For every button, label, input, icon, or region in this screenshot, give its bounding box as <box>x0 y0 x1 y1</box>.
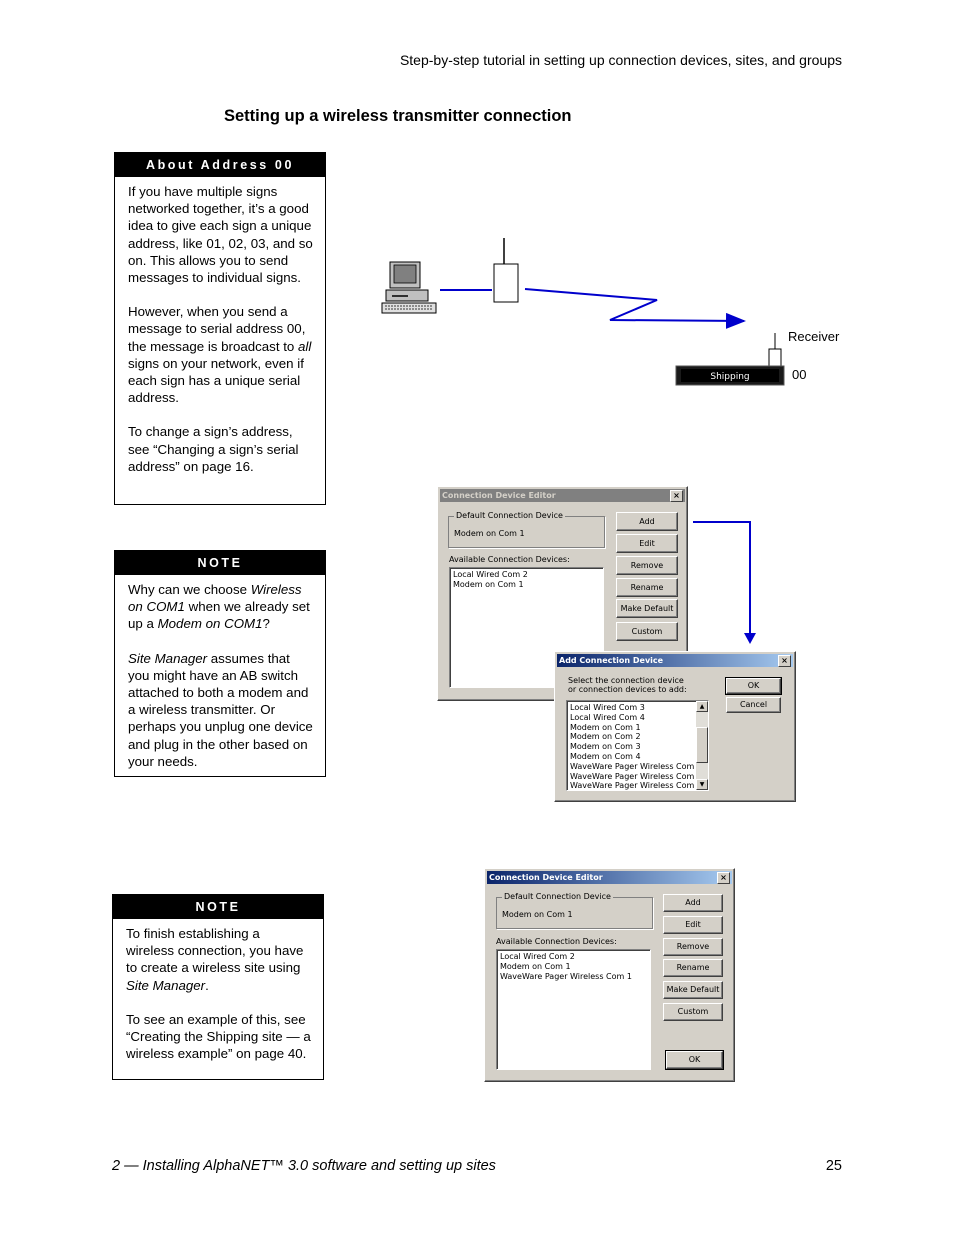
scroll-down-icon[interactable]: ▼ <box>696 779 708 790</box>
note-paragraph: To finish establishing a wireless connec… <box>126 926 304 993</box>
group-label: Default Connection Device <box>502 892 613 901</box>
list-item[interactable]: Local Wired Com 3 <box>570 703 645 712</box>
dialog-titlebar: Connection Device Editor × <box>487 871 732 884</box>
connection-device-editor-dialog: Connection Device Editor × Default Conne… <box>437 486 688 701</box>
page-number: 25 <box>825 1158 842 1174</box>
custom-button[interactable]: Custom <box>663 1003 723 1021</box>
make-default-button[interactable]: Make Default <box>616 599 678 618</box>
sidebar-title: About Address 00 <box>115 153 325 177</box>
receiver-label: Receiver <box>788 329 840 344</box>
address-label: 00 <box>792 367 806 382</box>
rename-button[interactable]: Rename <box>616 578 678 597</box>
list-item[interactable]: WaveWare Pager Wireless Com 3 <box>570 781 702 791</box>
add-button[interactable]: Add <box>616 512 678 531</box>
ok-button[interactable]: OK <box>725 677 782 695</box>
add-connection-device-dialog: Add Connection Device × Select the conne… <box>554 651 796 802</box>
remove-button[interactable]: Remove <box>663 938 723 956</box>
instruction-text: Select the connection device <box>568 676 684 685</box>
transmitter-icon <box>493 238 519 303</box>
footer-chapter: 2 — Installing AlphaNET™ 3.0 software an… <box>112 1158 496 1174</box>
available-devices-label: Available Connection Devices: <box>449 555 570 564</box>
group-label: Default Connection Device <box>454 511 565 520</box>
edit-button[interactable]: Edit <box>616 534 678 553</box>
note-paragraph: To see an example of this, see “Creating… <box>126 1011 311 1062</box>
list-item[interactable]: Modem on Com 1 <box>570 722 641 732</box>
custom-button[interactable]: Custom <box>616 622 678 641</box>
dialog-titlebar: Add Connection Device × <box>557 654 793 667</box>
dialog-title: Add Connection Device <box>559 656 664 665</box>
list-item[interactable]: Modem on Com 4 <box>570 751 641 761</box>
list-item[interactable]: Modem on Com 1 <box>453 579 524 589</box>
list-item[interactable]: WaveWare Pager Wireless Com 2 <box>570 771 702 781</box>
edit-button[interactable]: Edit <box>663 916 723 934</box>
available-devices-label: Available Connection Devices: <box>496 937 617 946</box>
list-item[interactable]: Local Wired Com 4 <box>570 712 645 722</box>
note-box-wireless-site: NOTE To finish establishing a wireless c… <box>112 894 324 1080</box>
wireless-signal-arrow <box>524 288 746 329</box>
default-device-group: Default Connection Device Modem on Com 1 <box>448 511 605 548</box>
sidebar-paragraph: To change a sign’s address, see “Changin… <box>128 424 299 474</box>
list-item[interactable]: WaveWare Pager Wireless Com 1 <box>570 761 702 771</box>
default-device-value: Modem on Com 1 <box>502 910 573 919</box>
list-item[interactable]: Modem on Com 2 <box>570 732 641 742</box>
make-default-button[interactable]: Make Default <box>663 981 723 999</box>
default-device-group: Default Connection Device Modem on Com 1 <box>496 892 653 929</box>
flow-arrow <box>693 521 756 644</box>
note-paragraph: Site Manager assumes that you might have… <box>128 650 313 769</box>
cancel-button[interactable]: Cancel <box>726 697 781 713</box>
dialog-title: Connection Device Editor <box>442 491 556 500</box>
list-item[interactable]: Modem on Com 1 <box>500 961 571 971</box>
ok-button[interactable]: OK <box>665 1050 724 1070</box>
sidebar-paragraph: If you have multiple signs networked tog… <box>128 184 313 286</box>
close-icon[interactable]: × <box>717 871 730 884</box>
computer-icon <box>381 261 437 314</box>
wireless-diagram: Shipping Receiver 00 <box>381 238 840 386</box>
rename-button[interactable]: Rename <box>663 959 723 977</box>
sidebar-about-address: About Address 00 If you have multiple si… <box>114 152 326 505</box>
dialog-titlebar: Connection Device Editor × <box>440 489 685 502</box>
note-paragraph: Why can we choose Wireless on COM1 when … <box>128 582 310 632</box>
scroll-thumb[interactable] <box>696 727 708 763</box>
note-box-com1: NOTE Why can we choose Wireless on COM1 … <box>114 550 326 777</box>
dialog-title: Connection Device Editor <box>489 873 603 882</box>
list-scrollbar[interactable]: ▲ ▼ <box>696 701 708 790</box>
running-head: Step-by-step tutorial in setting up conn… <box>399 52 842 68</box>
available-devices-list[interactable]: Local Wired Com 2 Modem on Com 1 WaveWar… <box>496 949 651 1070</box>
close-icon[interactable]: × <box>670 489 683 502</box>
list-item[interactable]: Local Wired Com 2 <box>500 952 575 961</box>
list-item[interactable]: WaveWare Pager Wireless Com 1 <box>500 971 632 981</box>
instruction-text: or connection devices to add: <box>568 685 687 694</box>
default-device-value: Modem on Com 1 <box>454 529 525 538</box>
add-button[interactable]: Add <box>663 894 723 912</box>
receiver-icon <box>768 333 782 367</box>
available-devices-list[interactable]: Local Wired Com 2 Modem on Com 1 <box>449 567 604 688</box>
connection-device-editor-dialog-updated: Connection Device Editor × Default Conne… <box>484 868 735 1082</box>
note-title: NOTE <box>113 895 323 919</box>
remove-button[interactable]: Remove <box>616 556 678 575</box>
close-icon[interactable]: × <box>778 654 791 667</box>
note-title: NOTE <box>115 551 325 575</box>
scroll-up-icon[interactable]: ▲ <box>696 701 708 712</box>
list-item[interactable]: Local Wired Com 2 <box>453 570 528 579</box>
section-title: Setting up a wireless transmitter connec… <box>224 107 572 125</box>
sign-text: Shipping <box>710 372 749 382</box>
list-item[interactable]: Modem on Com 3 <box>570 742 641 752</box>
sidebar-paragraph: However, when you send a message to seri… <box>128 304 312 406</box>
device-select-list[interactable]: Local Wired Com 3 Local Wired Com 4 Mode… <box>566 700 709 791</box>
